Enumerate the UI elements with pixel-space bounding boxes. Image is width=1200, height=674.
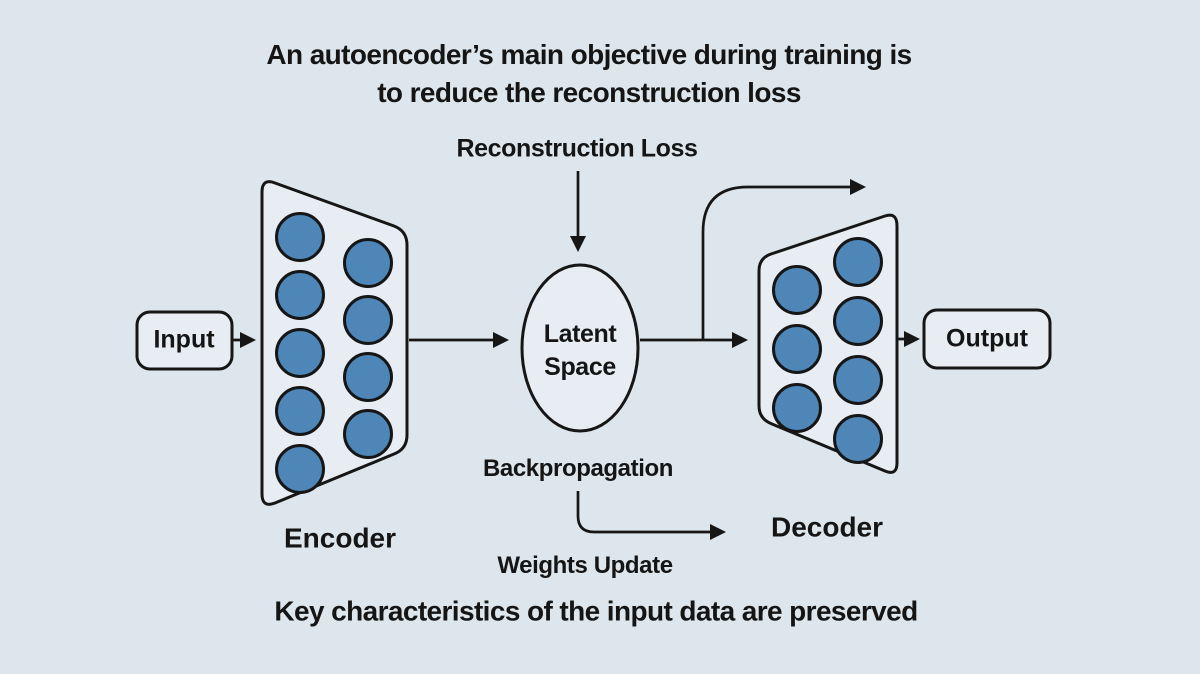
neuron-circle xyxy=(772,324,822,374)
neuron-circle xyxy=(343,409,393,459)
neuron-circle xyxy=(275,270,325,320)
page-title: An autoencoder’s main objective during t… xyxy=(266,36,912,112)
neuron-circle xyxy=(275,212,325,262)
neuron-circle xyxy=(275,386,325,436)
latent-space-label: Latent Space xyxy=(544,318,617,384)
neuron-circle xyxy=(275,444,325,494)
encoder-neurons xyxy=(275,212,393,494)
backprop-to-weights-arrow xyxy=(576,491,727,541)
neuron-circle xyxy=(772,265,822,315)
output-label: Output xyxy=(946,324,1028,353)
neuron-circle xyxy=(343,238,393,288)
neuron-circle xyxy=(833,237,883,287)
decoder-label: Decoder xyxy=(770,511,884,543)
neuron-circle xyxy=(772,383,822,433)
title-line1: An autoencoder’s main objective during t… xyxy=(266,39,912,70)
neuron-circle xyxy=(833,355,883,405)
title-line2: to reduce the reconstruction loss xyxy=(377,77,801,108)
footer-caption: Key characteristics of the input data ar… xyxy=(274,595,918,627)
neuron-circle xyxy=(343,295,393,345)
decoder-neurons xyxy=(772,237,883,464)
input-label: Input xyxy=(153,325,215,354)
latent-space-line1: Latent xyxy=(543,320,617,348)
neuron-circle xyxy=(833,296,883,346)
reconstruction-loss-label: Reconstruction Loss xyxy=(456,134,698,163)
neuron-circle xyxy=(275,328,325,378)
output-box xyxy=(922,308,1052,370)
latent-space-ellipse xyxy=(520,263,640,433)
backpropagation-label: Backpropagation xyxy=(482,455,674,482)
neuron-circle xyxy=(343,352,393,402)
encoder-label: Encoder xyxy=(283,522,397,554)
latent-space-line2: Space xyxy=(544,353,616,381)
neuron-circle xyxy=(833,414,883,464)
latent-skip-over-decoder-arrow xyxy=(701,178,867,340)
weights-update-label: Weights Update xyxy=(497,552,673,579)
